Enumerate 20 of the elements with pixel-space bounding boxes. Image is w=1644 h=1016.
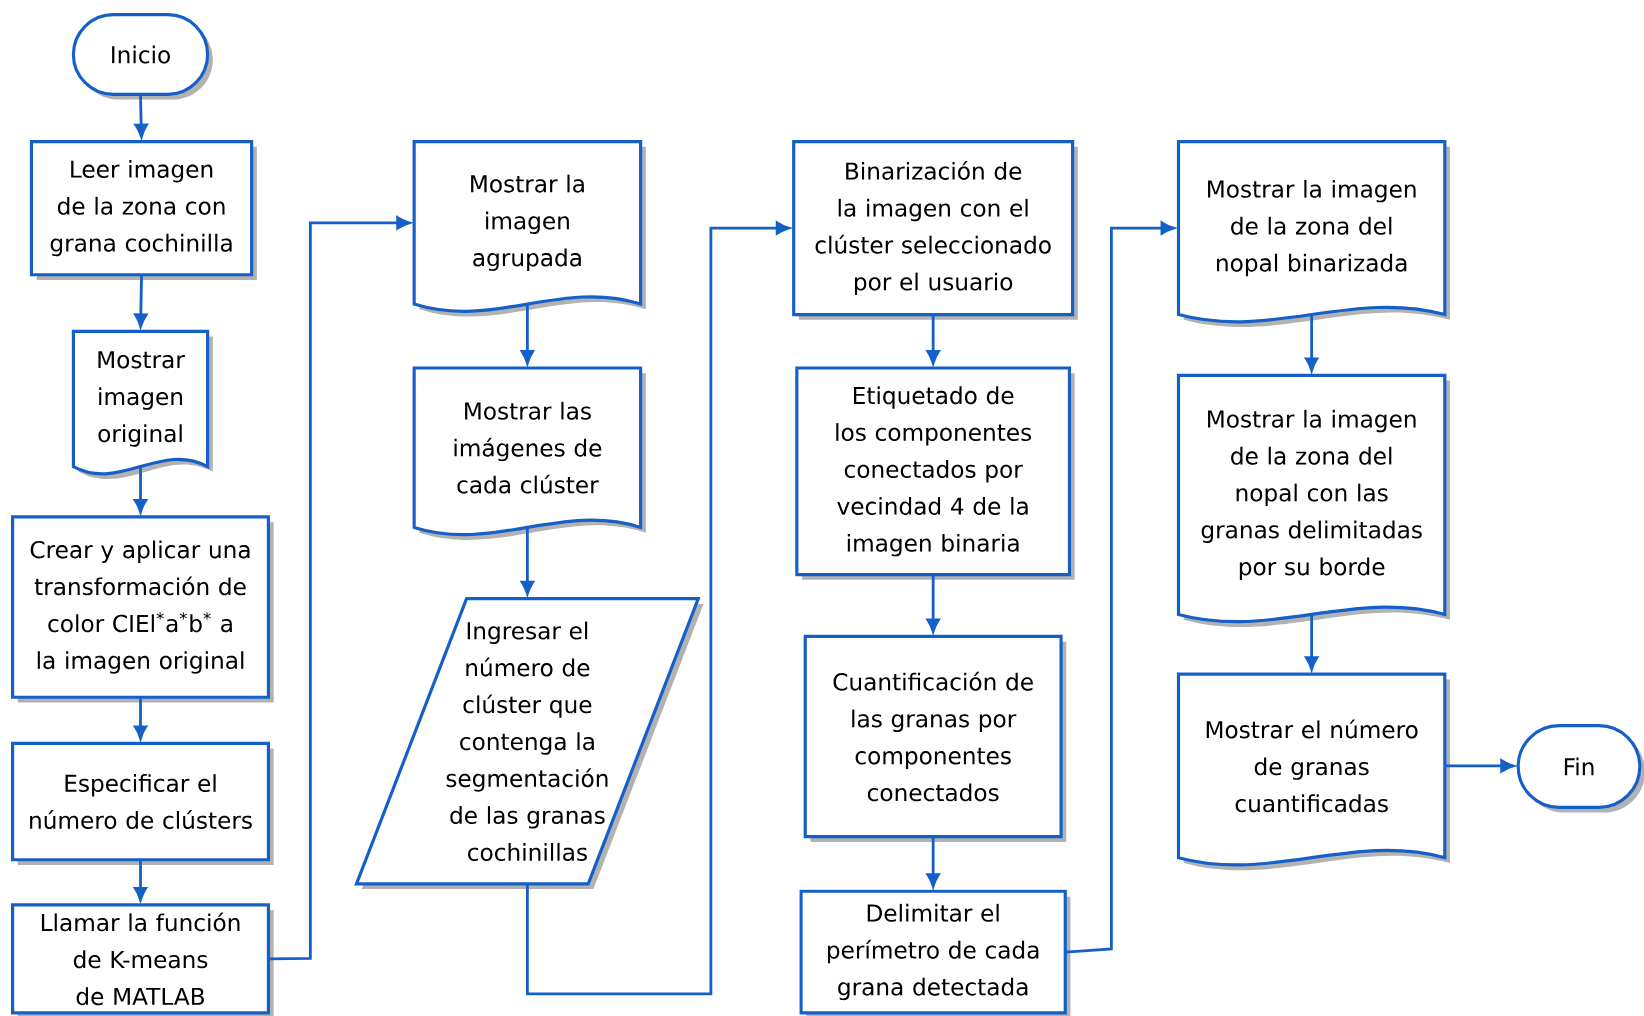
process-box: Binarización de la imagen con el clúster seleccionado por el usuario [792, 140, 1078, 320]
process-box: Crear y aplicar una transformación de color CIEl$^{*}$a$^{*}$b$^{*}$ a la imagen original [11, 515, 274, 703]
input-parallelogram: Ingresar el número de clúster que contenga la segmentación de las granas cochinillas [354, 597, 704, 890]
process-box: Llamar la función de K-means de MATLAB [11, 903, 274, 1016]
process-box: Cuantificación de las granas por componentes conectados [803, 634, 1067, 842]
process-box: Leer imagen de la zona con grana cochinilla [29, 140, 257, 280]
process-box: Etiquetado de los componentes conectados por vecindad 4 de la imagen binaria [795, 366, 1075, 580]
arrow [1065, 221, 1175, 954]
process-box: Delimitar el perímetro de cada grana detectada [799, 889, 1071, 1016]
arrow [926, 574, 940, 633]
arrow [1305, 614, 1319, 671]
terminal-oval: Fin [1516, 724, 1644, 813]
terminal-oval: Inicio [71, 13, 213, 100]
arrow [520, 304, 534, 365]
process-box: Especificar el número de clústers [11, 741, 274, 865]
arrow [926, 314, 940, 365]
arrow [526, 221, 790, 996]
arrow [1445, 759, 1515, 773]
arrow [268, 216, 411, 961]
arrow [926, 837, 940, 888]
